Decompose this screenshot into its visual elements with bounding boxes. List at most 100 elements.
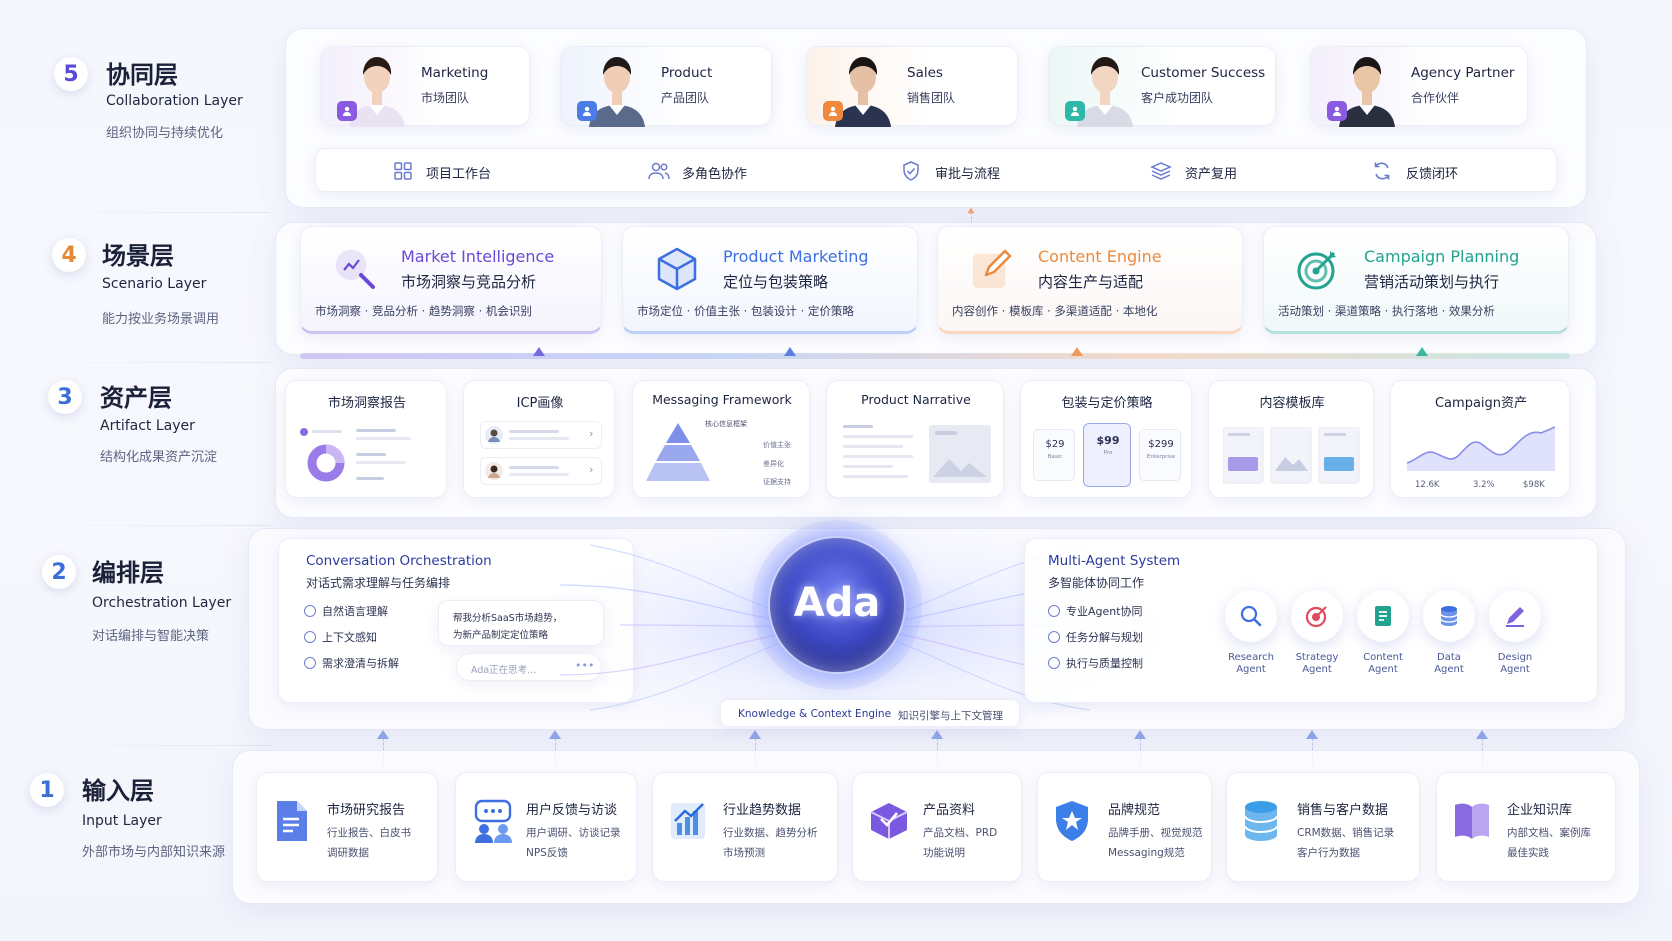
collab-tool-feedback[interactable]: 反馈闭环 [1372,160,1492,182]
connector-arrow [1071,347,1083,356]
price-tier-name: Basic [1047,454,1063,460]
input-title: 销售与客户数据 [1297,803,1389,818]
scenario-title: Product Marketing [723,247,869,266]
donut-chart-thumbnail [300,428,411,482]
team-card-sales[interactable]: Sales 销售团队 [806,46,1018,127]
layer-description: 外部市场与内部知识来源 [82,845,226,860]
collab-toolbar [315,148,1557,192]
multi-agent-subtitle: 多智能体协同工作 [1048,576,1145,590]
connector-arrow [533,347,545,356]
layer-number-4: 4 [52,238,86,272]
knowledge-engine-bar: Knowledge & Context Engine 知识引擎与上下文管理 [720,699,1020,727]
artifact-campaign-assets[interactable]: Campaign资产 12.6K 3.2% $98K [1390,380,1570,498]
team-card-customer-success[interactable]: Customer Success 客户成功团队 [1048,46,1276,127]
target-icon [1294,245,1342,297]
scenario-card-campaign-planning[interactable]: Campaign Planning 营销活动策划与执行 活动策划 · 渠道策略 … [1263,226,1569,334]
team-name-zh: 销售团队 [907,91,956,105]
scenario-title: Market Intelligence [401,247,555,266]
team-card-agency-partner[interactable]: Agency Partner 合作伙伴 [1310,46,1528,127]
scenario-card-market-intelligence[interactable]: Market Intelligence 市场洞察与竞品分析 市场洞察 · 竞品分… [300,226,602,334]
layer-title: 编排层 [92,559,164,587]
database-icon [1241,799,1281,847]
collab-tool-approval[interactable]: 审批与流程 [902,160,1022,182]
pyramid-thumbnail [646,423,710,481]
price-value: $29 [1045,439,1065,450]
team-name: Customer Success [1141,65,1266,81]
artifact-market-report[interactable]: 市场洞察报告 [285,380,447,498]
input-title: 用户反馈与访谈 [526,803,618,818]
scenario-tags: 活动策划 · 渠道策略 · 执行落地 · 效果分析 [1278,304,1495,318]
input-card-brand-guidelines[interactable]: 品牌规范 品牌手册、视觉规范 Messaging规范 [1037,772,1212,882]
avatar [349,57,405,127]
avatar [1077,57,1133,127]
connector-arrow [967,207,975,214]
team-badge-icon [337,101,357,121]
chevron-right-icon: › [589,463,594,476]
check-icon [304,631,316,643]
input-detail: 调研数据 [327,847,369,859]
artifact-title: 包装与定价策略 [1061,396,1153,411]
scenario-card-product-marketing[interactable]: Product Marketing 定位与包装策略 市场定位 · 价值主张 · … [622,226,918,334]
artifact-messaging-framework[interactable]: Messaging Framework 核心信息框架 价值主张 差异化 证据支持 [632,380,810,498]
chat-input-placeholder: Ada正在思考... [471,665,537,676]
team-card-marketing[interactable]: Marketing 市场团队 [320,46,530,127]
collab-tool-label: 反馈闭环 [1406,167,1459,182]
artifact-pricing-strategy[interactable]: 包装与定价策略 $29 Basic $99 Pro $299 Enterpris… [1020,380,1192,498]
scenario-glow-bar [300,353,1570,359]
users-icon [648,162,670,180]
connector-arrow [1134,730,1146,739]
collab-tool-workspace[interactable]: 项目工作台 [394,160,514,182]
input-card-sales-customer-data[interactable]: 销售与客户数据 CRM数据、销售记录 客户行为数据 [1226,772,1420,882]
avatar [1339,57,1395,127]
collab-tool-label: 多角色协作 [682,167,748,182]
collab-tool-collaboration[interactable]: 多角色协作 [648,160,768,182]
team-name-zh: 市场团队 [421,91,470,105]
input-detail: 行业数据、趋势分析 [723,827,818,839]
price-tier-name: Enterprise [1146,454,1176,460]
check-item: 上下文感知 [322,631,377,644]
layer-label-5: 5 协同层 Collaboration Layer 组织协同与持续优化 [40,55,270,155]
connector-arrow [749,730,761,739]
scenario-subtitle: 营销活动策划与执行 [1364,273,1500,291]
check-item: 需求澄清与拆解 [322,657,399,670]
input-card-product-docs[interactable]: 产品资料 产品文档、PRD 功能说明 [852,772,1022,882]
team-card-product[interactable]: Product 产品团队 [560,46,772,127]
input-card-user-feedback[interactable]: 用户反馈与访谈 用户调研、访谈记录 NPS反馈 [455,772,637,882]
connector-arrow [549,730,561,739]
avatar-icon [485,426,503,444]
scenario-subtitle: 市场洞察与竞品分析 [401,273,537,291]
layer-title: 资产层 [100,384,172,412]
layer-label-4: 4 场景层 Scenario Layer 能力按业务场景调用 [40,238,270,338]
chat-input[interactable]: Ada正在思考... ••• [456,653,602,681]
layer-number-5: 5 [54,57,88,91]
collab-tool-reuse[interactable]: 资产复用 [1150,160,1270,182]
artifact-icp[interactable]: ICP画像 › › [463,380,615,498]
input-card-industry-trends[interactable]: 行业趋势数据 行业数据、趋势分析 市场预测 [652,772,838,882]
input-detail: NPS反馈 [526,847,568,859]
artifact-product-narrative[interactable]: Product Narrative [826,380,1004,498]
check-icon [1048,657,1060,669]
input-detail: 客户行为数据 [1297,847,1360,859]
layer-label-2: 2 编排层 Orchestration Layer 对话编排与智能决策 [40,555,270,655]
research-icon [1225,590,1277,642]
check-icon [304,657,316,669]
input-title: 企业知识库 [1507,803,1573,818]
collab-tool-label: 审批与流程 [935,167,1001,182]
ada-core[interactable] [768,536,906,674]
scenario-card-content-engine[interactable]: Content Engine 内容生产与适配 内容创作 · 模板库 · 多渠道适… [937,226,1243,334]
chat-text: 为新产品制定定位策略 [453,630,549,641]
stat-value: 12.6K [1415,480,1440,490]
input-detail: 最佳实践 [1507,847,1549,859]
input-card-market-research[interactable]: 市场研究报告 行业报告、白皮书 调研数据 [256,772,438,882]
input-card-knowledge-base[interactable]: 企业知识库 内部文档、案例库 最佳实践 [1436,772,1616,882]
artifact-content-templates[interactable]: 内容模板库 [1208,380,1374,498]
divider [30,212,270,213]
layer-title: 输入层 [82,777,154,805]
divider [30,525,270,526]
team-badge-icon [577,101,597,121]
